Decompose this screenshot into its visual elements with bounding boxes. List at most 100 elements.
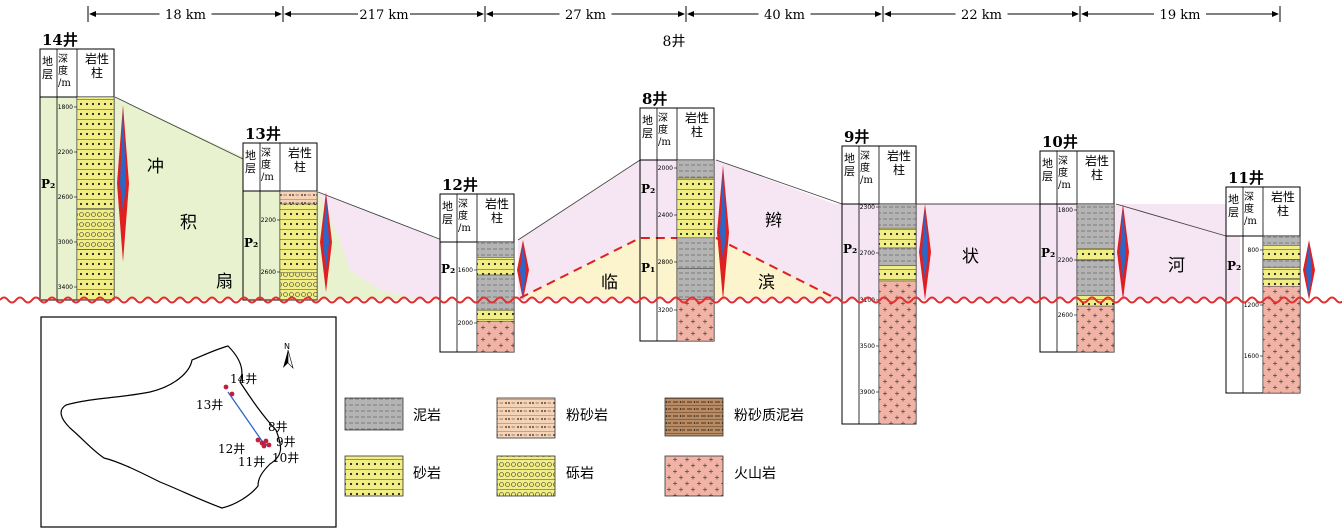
- lithology-bed: [476, 241, 515, 258]
- well-point: [263, 438, 269, 444]
- arrowhead-icon: [1072, 11, 1079, 17]
- well-name: 11井: [1228, 169, 1264, 187]
- cycle-triangle-icon: [1303, 240, 1315, 300]
- lithology-bed: [1262, 285, 1301, 394]
- well-point: [261, 443, 267, 449]
- lithology-bed: [676, 177, 715, 239]
- lithology-bed: [1262, 259, 1301, 268]
- depth-tick-label: 3000: [58, 239, 73, 246]
- unconformity-line: [0, 296, 1342, 304]
- depth-tick-label: 1800: [1058, 207, 1073, 214]
- distance-label: 40 km: [764, 8, 805, 23]
- cycle-triangle-icon: [320, 192, 332, 292]
- lith-header: 柱: [893, 162, 905, 177]
- strata-label: P₂: [843, 242, 857, 256]
- depth-header: /m: [261, 172, 274, 183]
- strata-header: 地: [1042, 157, 1053, 170]
- depth-tick-label: 2800: [658, 259, 673, 266]
- north-label: N: [284, 342, 290, 351]
- arrowhead-icon: [875, 11, 882, 17]
- lithology-bed: [1076, 248, 1115, 261]
- strata-header: 地: [1228, 193, 1239, 206]
- depth-header: 度: [458, 209, 468, 222]
- facies-char: 冲: [147, 157, 164, 177]
- correlation-lines: [114, 96, 1227, 241]
- depth-tick-label: 2600: [58, 194, 73, 201]
- lithology-bed: [76, 96, 115, 209]
- cycle-triangle-icon: [919, 204, 931, 300]
- strata-header: 地: [844, 152, 855, 165]
- depth-tick-label: 3100: [860, 297, 875, 304]
- facies-char: 滨: [758, 273, 775, 293]
- legend-swatch-mudstone: [344, 397, 404, 431]
- cycle-triangle-icon: [717, 165, 729, 300]
- strata-header: 地: [642, 114, 653, 127]
- facies-char: 河: [1168, 256, 1185, 276]
- inset-map: 14井 13井 8井 9井 12井 11井 10井 N: [40, 316, 337, 528]
- lith-header: 岩性: [485, 196, 509, 211]
- legend-label: 砾岩: [566, 466, 594, 482]
- legend-swatch-conglomerate: [496, 455, 556, 497]
- lithology-bed: [676, 268, 715, 300]
- map-label: 12井: [218, 442, 245, 456]
- braided-river-fill-left: [318, 192, 442, 300]
- lithology-bed: [279, 190, 318, 205]
- facies-char: 状: [962, 247, 979, 267]
- legend-label: 粉砂质泥岩: [734, 408, 804, 424]
- lithology-bed: [878, 227, 917, 249]
- depth-header: /m: [860, 175, 873, 186]
- depth-tick-label: 1200: [1244, 302, 1259, 309]
- lith-header: 岩性: [1271, 189, 1295, 204]
- arrowhead-icon: [884, 11, 891, 17]
- legend-swatch-sandstone: [344, 455, 404, 497]
- north-arrow-icon: N: [283, 342, 294, 370]
- lithology-bed: [878, 280, 917, 425]
- lith-header: 岩性: [887, 148, 911, 163]
- lithology-bed: [279, 272, 318, 301]
- strata-header: 层: [1228, 206, 1239, 219]
- arrowhead-icon: [687, 11, 694, 17]
- distance-label: 217 km: [359, 8, 408, 23]
- depth-tick-label: 800: [1248, 247, 1260, 254]
- lithology-bed: [1076, 203, 1115, 249]
- depth-header: 度: [1244, 202, 1254, 215]
- arrowhead-icon: [284, 11, 291, 17]
- cycle-triangle-icon: [117, 105, 129, 262]
- lithology-bed: [1262, 278, 1301, 287]
- depth-header: 深: [1058, 155, 1068, 167]
- lithology-bed: [76, 208, 115, 250]
- lith-header: 岩性: [288, 145, 312, 160]
- well-name: 10井: [1042, 133, 1078, 151]
- map-label: 13井: [196, 398, 223, 412]
- arrowhead-icon: [89, 11, 96, 17]
- depth-header: 度: [658, 123, 668, 136]
- map-label: 11井: [238, 455, 265, 469]
- depth-tick-label: 2000: [458, 320, 473, 327]
- lithology-bed: [1262, 245, 1301, 260]
- legend-swatch-siltstone: [496, 397, 556, 439]
- well-name: 14井: [42, 31, 78, 49]
- depth-header: 深: [658, 112, 668, 124]
- depth-header: 深: [1244, 191, 1254, 203]
- lithology-bed: [476, 257, 515, 276]
- well-point: [255, 437, 261, 443]
- lithology-bed: [76, 249, 115, 301]
- strata-label: P₂: [1041, 246, 1055, 260]
- legend: 泥岩 粉砂岩 粉砂质泥岩 砂岩 砾岩 火山岩: [344, 397, 804, 497]
- map-label: 14井: [230, 372, 257, 386]
- lith-header: 柱: [91, 65, 103, 80]
- depth-tick-label: 1800: [58, 104, 73, 111]
- map-label: 10井: [272, 451, 299, 465]
- depth-tick-label: 3500: [860, 343, 875, 350]
- cycle-triangle-icon: [517, 240, 529, 300]
- facies-char: 临: [601, 273, 618, 293]
- depth-tick-label: 2200: [58, 149, 73, 156]
- strata-header: 地: [42, 55, 53, 68]
- lithology-bed: [676, 159, 715, 179]
- lithology-bed: [476, 309, 515, 322]
- strata-header: 层: [1042, 170, 1053, 183]
- depth-header: 深: [458, 198, 468, 210]
